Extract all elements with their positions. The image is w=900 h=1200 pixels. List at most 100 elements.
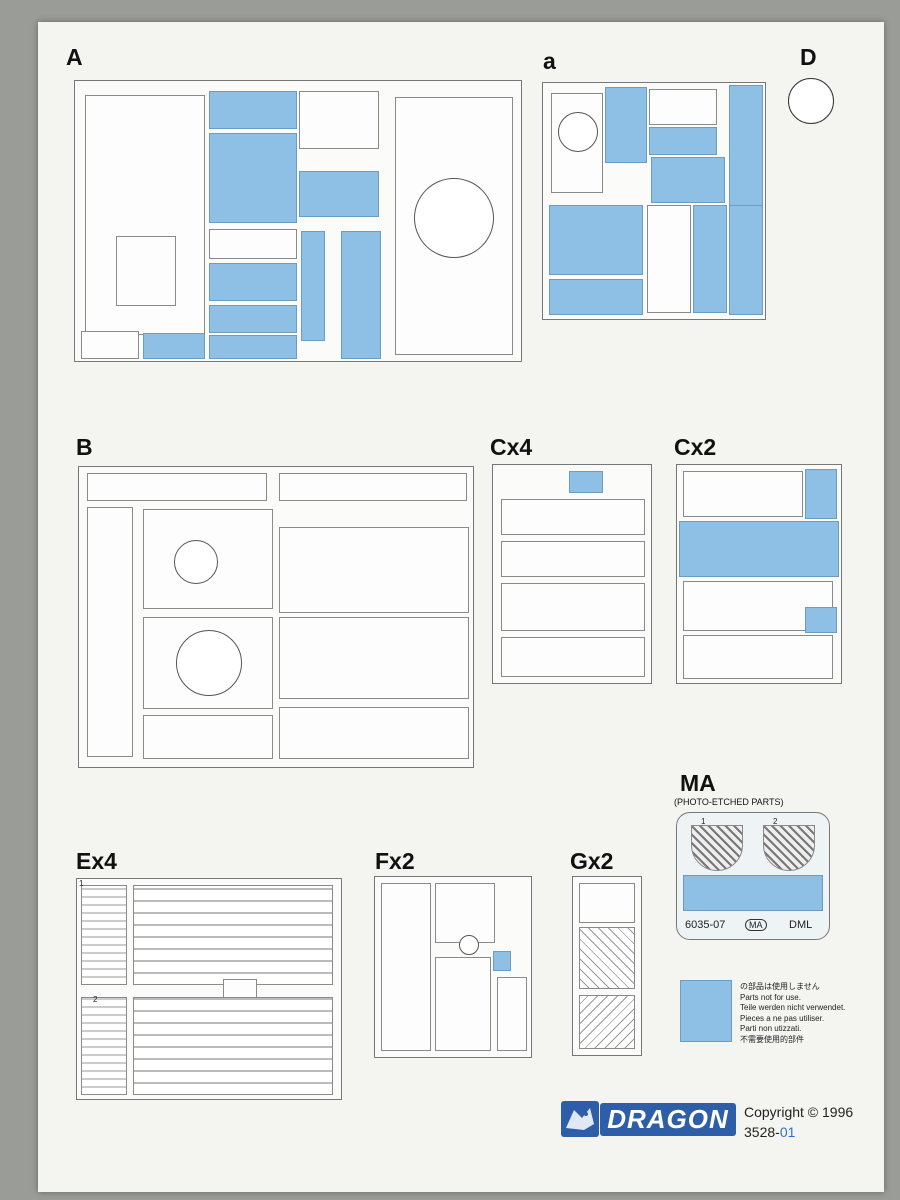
sprue-a-part-27 xyxy=(341,231,381,359)
sprue-a-small-part-35 xyxy=(551,93,603,193)
sprue-a-part-15 xyxy=(209,335,297,359)
sprue-cx4-road-wheels xyxy=(501,637,645,677)
sprue-a-part-7-8 xyxy=(209,91,297,129)
sprue-a-small-part-3-4 xyxy=(651,157,725,203)
sprue-fx2-idler xyxy=(459,935,479,955)
sprue-a-hull-plate xyxy=(85,95,205,335)
sprue-b-turret-ring-plate xyxy=(143,617,273,709)
sprue-a-small-part-1 xyxy=(605,87,647,163)
sprue-b-left-parts xyxy=(87,507,133,757)
sprue-label-gx2: Gx2 xyxy=(570,848,614,874)
sprue-d-disc xyxy=(788,78,834,124)
sprue-a-hull-detail xyxy=(116,236,176,306)
sprue-ex4-track-right-top xyxy=(133,885,333,985)
sprue-a-small-part-5-6 xyxy=(549,279,643,315)
sprue-b-ring xyxy=(176,630,242,696)
sprue-cx2-part-26 xyxy=(805,607,837,633)
pe-label-ma: MA xyxy=(680,770,716,796)
sprue-a-small-part-14-17 xyxy=(729,205,763,315)
sprue-b-cupola xyxy=(174,540,218,584)
pe-code: 6035-07 xyxy=(685,919,726,931)
sprue-b-bottom-left xyxy=(143,715,273,759)
copyright-text: Copyright © 1996 xyxy=(744,1104,854,1120)
sprue-gx2-part-1 xyxy=(579,995,635,1049)
sprue-b-engine-deck xyxy=(279,527,469,613)
legend-line-zh: 不需要使用的部件 xyxy=(740,1034,804,1044)
sprue-a-part-3-4 xyxy=(81,331,139,359)
sprue-a-small-part-2-13 xyxy=(729,85,763,225)
sprue-a-small-hatch xyxy=(558,112,598,152)
sprue-a-part-16-21 xyxy=(299,91,379,149)
sprue-a-small-part-25-9 xyxy=(649,127,717,155)
dragon-emblem-icon xyxy=(561,1101,599,1137)
sprue-label-cx4: Cx4 xyxy=(490,434,533,460)
legend-color-swatch xyxy=(680,980,732,1042)
sprue-gx2-part-4 xyxy=(579,883,635,923)
sprue-cx2-frame xyxy=(676,464,842,684)
sprue-gx2-part-2 xyxy=(579,927,635,989)
kit-code-prefix: 3528- xyxy=(744,1124,780,1140)
sprue-label-fx2: Fx2 xyxy=(375,848,415,874)
sprue-label-b: B xyxy=(76,434,93,460)
sprue-label-d: D xyxy=(800,44,817,70)
pe-mesh-1 xyxy=(691,825,743,871)
pe-part-2-num: 2 xyxy=(773,817,778,826)
pe-mesh-2 xyxy=(763,825,815,871)
sprue-a-part-22 xyxy=(299,171,379,217)
legend-line-de: Teile werden nicht verwendet. xyxy=(740,1003,846,1012)
sprue-a-small-part-24-23 xyxy=(649,89,717,125)
sprue-a-part-5-6 xyxy=(143,333,205,359)
sprue-a-small-part-44-33 xyxy=(647,205,691,313)
pe-part-1-num: 1 xyxy=(701,817,706,826)
sprue-b-turret-top xyxy=(143,509,273,609)
sprue-a-part-14 xyxy=(209,305,297,333)
pe-brand: DML xyxy=(789,919,813,931)
sprue-cx4-part-3 xyxy=(569,471,603,493)
sprue-ex4-track-left-top xyxy=(81,885,127,985)
sprue-cx2-part-30 xyxy=(805,469,837,519)
sprue-cx4-part-8-11 xyxy=(501,541,645,577)
legend-line-ja: の部品は使用しません xyxy=(740,982,820,991)
sprue-a-turret-base xyxy=(395,97,513,355)
sprue-cx4-part-4-7 xyxy=(501,499,645,535)
sprue-a-part-13 xyxy=(209,263,297,301)
legend-line-fr: Pieces a ne pas utiliser. xyxy=(740,1013,825,1023)
sprue-ex4-track-right-bottom xyxy=(133,997,333,1095)
sprue-a-small-part-40-42 xyxy=(549,205,643,275)
sprue-label-cx2: Cx2 xyxy=(674,434,717,460)
sprue-b-bottom-right xyxy=(279,707,469,759)
sprue-b-frame xyxy=(78,466,474,768)
sprue-cx2-part-15-18 xyxy=(683,471,803,517)
sprue-ex4-num-2: 2 xyxy=(93,995,98,1004)
sprue-ex4-num-1: 1 xyxy=(79,879,84,888)
sprue-ex4-frame: 1 2 xyxy=(76,878,342,1100)
sprue-a-part-10-12 xyxy=(209,229,297,259)
sprue-fx2-right xyxy=(497,977,527,1051)
sprue-gx2-frame xyxy=(572,876,642,1056)
sprue-cx4-frame xyxy=(492,464,652,684)
sprue-label-ex4: Ex4 xyxy=(76,848,117,874)
sprue-fx2-center xyxy=(435,957,491,1051)
sprue-b-top-row-left xyxy=(87,473,267,501)
kit-code: 3528-01 xyxy=(744,1124,795,1140)
sprue-b-top-row-right xyxy=(279,473,467,501)
legend-text: の部品は使用しません Parts not for use. Teile werd… xyxy=(740,982,845,1045)
sprue-label-a-small: a xyxy=(543,48,556,74)
sprue-a-part-23 xyxy=(301,231,325,341)
sprue-label-a: A xyxy=(66,44,83,70)
sprue-a-small-part-19-22 xyxy=(693,205,727,313)
sprue-a-frame xyxy=(74,80,522,362)
sprue-fx2-left xyxy=(381,883,431,1051)
sprue-a-turret-ring xyxy=(414,178,494,258)
sprue-b-lower-parts xyxy=(279,617,469,699)
kit-code-suffix: 01 xyxy=(779,1124,796,1140)
pe-frame-blue xyxy=(683,875,823,911)
sprue-fx2-part-10 xyxy=(435,883,495,943)
sprue-cx2-part-19-22 xyxy=(679,521,839,577)
dragon-logo: DRAGON xyxy=(600,1103,736,1136)
legend-line-en: Parts not for use. xyxy=(740,992,801,1002)
sprue-fx2-part-15 xyxy=(493,951,511,971)
sprue-a-part-9 xyxy=(209,133,297,223)
sprue-a-small-frame xyxy=(542,82,766,320)
legend-line-it: Parti non utizzati. xyxy=(740,1024,802,1033)
